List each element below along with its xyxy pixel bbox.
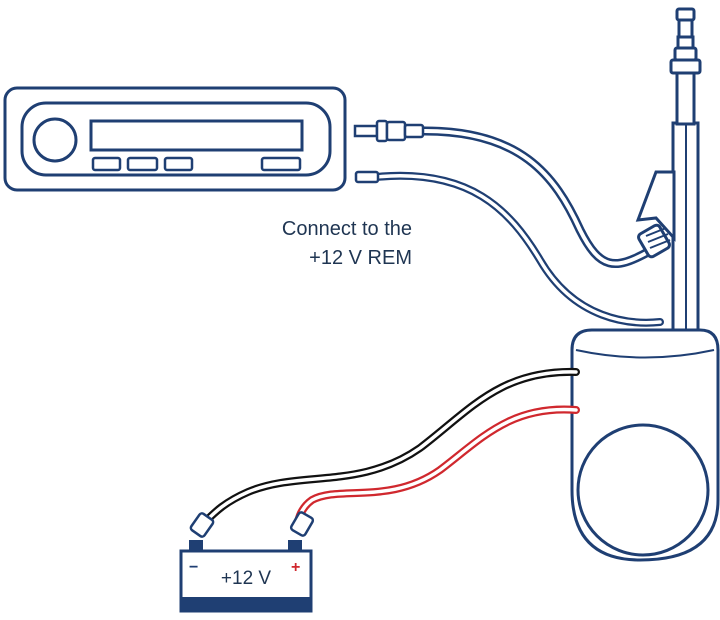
rem-label-line-1: Connect to the bbox=[282, 218, 412, 240]
positive-wire bbox=[289, 405, 580, 537]
ground-wire bbox=[189, 367, 580, 538]
radio-display bbox=[89, 119, 304, 152]
radio-preset-button-1 bbox=[91, 156, 122, 172]
battery-negative-post bbox=[189, 540, 203, 552]
motor-drum bbox=[576, 423, 710, 557]
rem-label-line-2: +12 V REM bbox=[309, 247, 412, 269]
battery: − + +12 V bbox=[179, 540, 313, 613]
ground-wire-terminal bbox=[189, 512, 215, 538]
battery-voltage-label: +12 V bbox=[221, 568, 272, 589]
radio-volume-knob bbox=[32, 117, 78, 163]
rca-plug bbox=[353, 119, 425, 143]
radio-eject-button bbox=[260, 156, 302, 172]
antenna-upper-mast bbox=[675, 70, 696, 126]
car-radio bbox=[3, 86, 347, 192]
battery-plus-sign: + bbox=[291, 559, 300, 576]
radio-preset-button-3 bbox=[163, 156, 194, 172]
battery-positive-post bbox=[288, 540, 302, 552]
antenna-tip-cap bbox=[675, 7, 696, 22]
antenna-coax-connector bbox=[637, 223, 671, 259]
positive-wire-terminal bbox=[289, 511, 315, 537]
rem-instruction-label: Connect to the +12 V REM bbox=[282, 218, 412, 269]
battery-base bbox=[181, 597, 311, 611]
antenna-cable bbox=[353, 119, 653, 269]
radio-preset-button-2 bbox=[126, 156, 159, 172]
battery-minus-sign: − bbox=[189, 559, 198, 576]
rem-wire bbox=[354, 170, 664, 327]
antenna-motor bbox=[570, 328, 720, 562]
rem-wire-pin bbox=[354, 170, 380, 184]
power-antenna bbox=[635, 7, 702, 340]
